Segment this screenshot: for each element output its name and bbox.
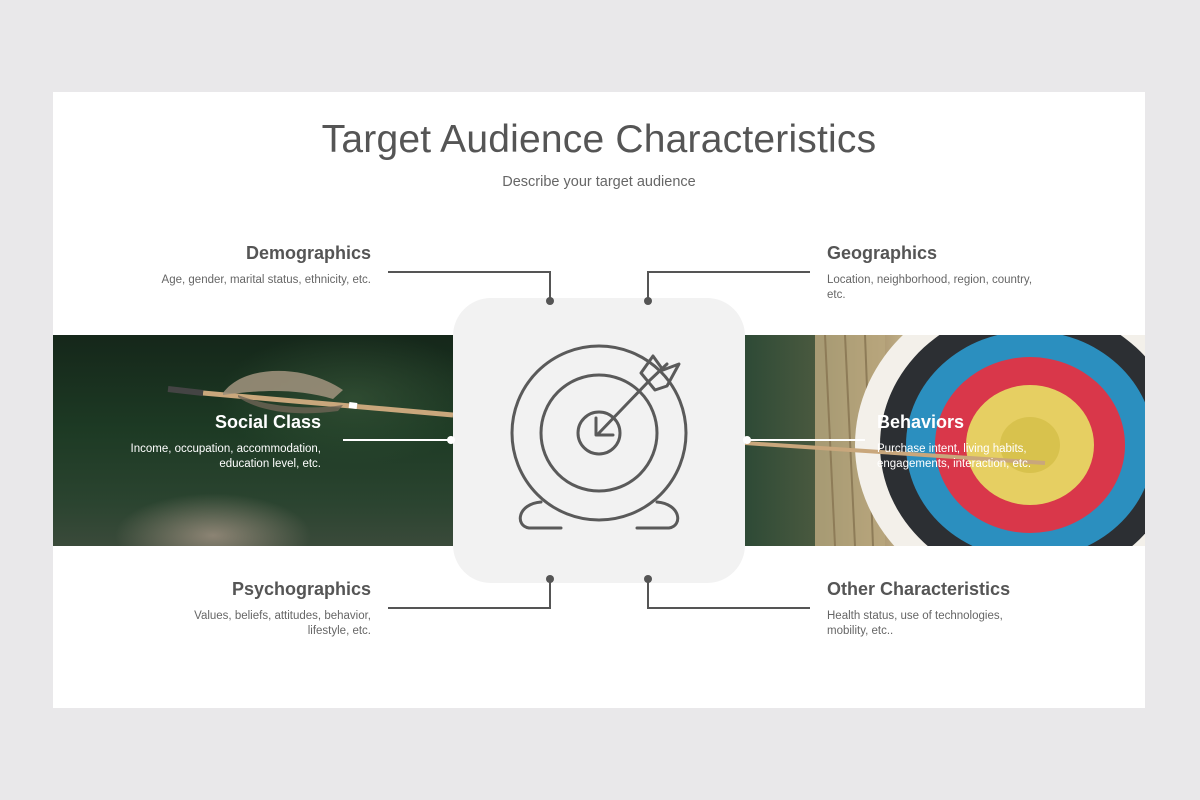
archery-target-photo [745, 335, 1145, 546]
social-class-desc: Income, occupation, accommodation, educa… [81, 442, 322, 472]
behaviors-title: Behaviors [877, 412, 965, 432]
psychographics-desc-line: lifestyle, etc. [307, 625, 371, 637]
demographics-title: Demographics [245, 243, 371, 263]
slide: Target Audience Characteristics Describe… [53, 92, 1145, 708]
target-icon-box [453, 298, 745, 583]
page-subtitle: Describe your target audience [502, 174, 696, 190]
other-characteristics-desc: Health status, use of technologies, mobi… [827, 609, 1087, 639]
geographics-desc: Location, neighborhood, region, country,… [827, 273, 1087, 303]
social-class-title: Social Class [214, 412, 321, 432]
social-class-desc-line: education level, etc. [219, 458, 321, 470]
psychographics-desc-line: Values, beliefs, attitudes, behavior, [194, 610, 371, 622]
other-characteristics-title: Other Characteristics [827, 579, 1011, 599]
behaviors-desc-line: engagements, interaction, etc. [877, 458, 1032, 470]
target-with-arrow-icon [510, 344, 688, 530]
social-class-desc-line: Income, occupation, accommodation, [130, 443, 322, 455]
page-title: Target Audience Characteristics [321, 118, 877, 161]
psychographics-desc: Values, beliefs, attitudes, behavior, li… [111, 609, 371, 639]
geographics-desc-line: etc. [827, 289, 846, 301]
demographics-desc: Age, gender, marital status, ethnicity, … [161, 274, 371, 286]
other-characteristics-desc-line: mobility, etc.. [827, 625, 894, 637]
geographics-desc-line: Location, neighborhood, region, country, [827, 274, 1033, 286]
psychographics-title: Psychographics [231, 579, 371, 599]
archery-arrow-photo [53, 335, 453, 546]
geographics-title: Geographics [827, 243, 938, 263]
behaviors-desc-line: Purchase intent, living habits, [877, 443, 1027, 455]
behaviors-desc: Purchase intent, living habits, engageme… [877, 442, 1117, 472]
other-characteristics-desc-line: Health status, use of technologies, [827, 610, 1003, 622]
